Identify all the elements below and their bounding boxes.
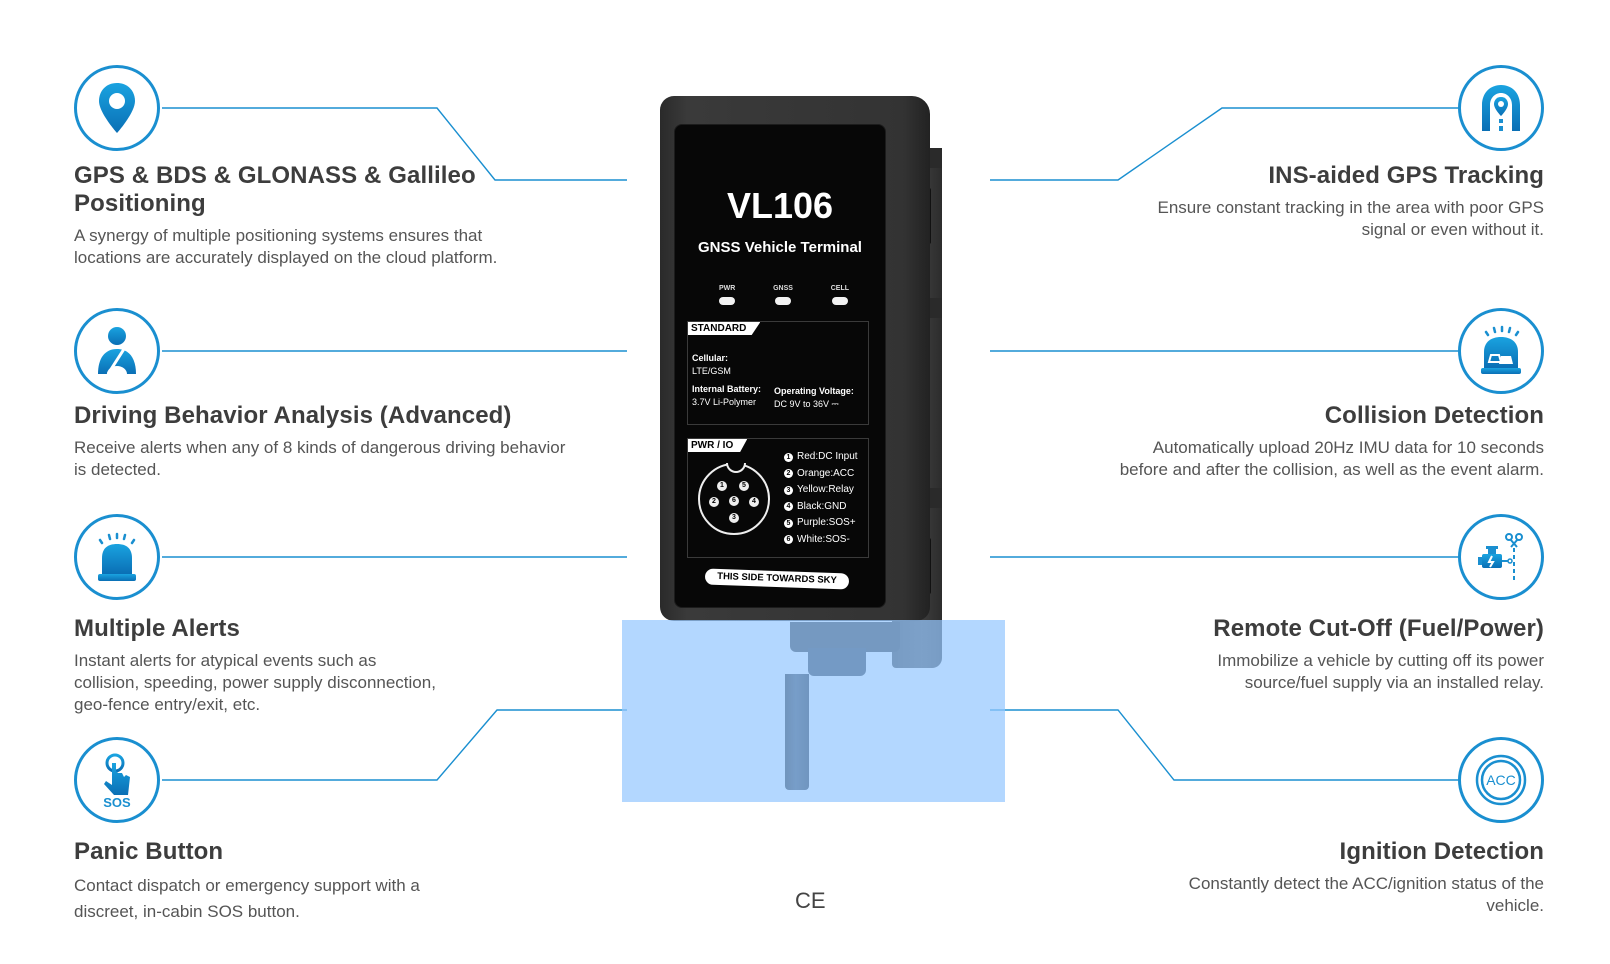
feature-title: INS-aided GPS Tracking xyxy=(1268,162,1544,189)
feature-description: A synergy of multiple positioning system… xyxy=(74,226,498,267)
selection-highlight-overlay xyxy=(622,620,1005,802)
vl106-device-image: VL106 GNSS Vehicle Terminal PWR GNSS CEL… xyxy=(660,96,950,668)
feature-description: Immobilize a vehicle by cutting off its … xyxy=(1217,651,1544,692)
spec-cellular: Cellular:LTE/GSM xyxy=(692,353,731,376)
feature-title: Multiple Alerts xyxy=(74,615,240,642)
feature-title: GPS & BDS & GLONASS & Gallileo Positioni… xyxy=(74,162,476,217)
spec-voltage: Operating Voltage:DC 9V to 36V ⎓ xyxy=(774,386,854,409)
feature-driving-behavior: Driving Behavior Analysis (Advanced) Rec… xyxy=(74,402,574,481)
led-gnss: GNSS xyxy=(773,285,793,305)
io-tag: PWR / IO xyxy=(688,439,748,452)
collision-beacon-icon xyxy=(1458,308,1544,394)
feature-description: Instant alerts for atypical events such … xyxy=(74,651,436,714)
feature-gps-positioning: GPS & BDS & GLONASS & Gallileo Positioni… xyxy=(74,162,497,269)
feature-description: Constantly detect the ACC/ignition statu… xyxy=(1188,874,1544,915)
ce-certification-mark: CE xyxy=(795,888,826,913)
tunnel-location-icon xyxy=(1458,65,1544,151)
status-leds: PWR GNSS CELL xyxy=(719,285,849,305)
svg-text:ACC: ACC xyxy=(1486,772,1516,788)
device-subtitle: GNSS Vehicle Terminal xyxy=(698,239,862,256)
led-cell: CELL xyxy=(831,285,849,305)
feature-title: Remote Cut-Off (Fuel/Power) xyxy=(1213,615,1544,642)
feature-title: Collision Detection xyxy=(1324,402,1544,429)
svg-text:SOS: SOS xyxy=(103,795,131,809)
feature-ignition-detection: Ignition Detection Constantly detect the… xyxy=(1144,838,1544,917)
feature-multiple-alerts: Multiple Alerts Instant alerts for atypi… xyxy=(74,615,474,716)
standard-tag: STANDARD xyxy=(688,322,761,335)
connector-ignition xyxy=(990,709,1458,781)
sos-button-icon: SOS xyxy=(74,737,160,823)
feature-description: Automatically upload 20Hz IMU data for 1… xyxy=(1119,438,1544,479)
feature-remote-cutoff: Remote Cut-Off (Fuel/Power) Immobilize a… xyxy=(1144,615,1544,694)
orientation-label: THIS SIDE TOWARDS SKY xyxy=(704,568,850,590)
feature-title: Ignition Detection xyxy=(1339,838,1544,865)
connector-diagram: 1 5 2 6 4 3 xyxy=(698,463,770,535)
feature-collision-detection: Collision Detection Automatically upload… xyxy=(1104,402,1544,481)
standard-spec-box: STANDARD Cellular:LTE/GSM Internal Batte… xyxy=(687,321,869,425)
feature-title: Driving Behavior Analysis (Advanced) xyxy=(74,402,512,429)
alarm-beacon-icon xyxy=(74,514,160,600)
driver-seatbelt-icon xyxy=(74,308,160,394)
connector-panic xyxy=(162,709,627,781)
feature-title: Panic Button xyxy=(74,838,224,865)
device-label-panel: VL106 GNSS Vehicle Terminal PWR GNSS CEL… xyxy=(674,124,886,608)
feature-panic-button: Panic Button Contact dispatch or emergen… xyxy=(74,838,494,925)
feature-ins-tracking: INS-aided GPS Tracking Ensure constant t… xyxy=(1124,162,1544,241)
device-model: VL106 xyxy=(726,185,834,226)
location-pin-icon xyxy=(74,65,160,151)
led-pwr: PWR xyxy=(719,285,735,305)
acc-ignition-icon: ACC xyxy=(1458,737,1544,823)
feature-description: Contact dispatch or emergency support wi… xyxy=(74,876,420,921)
spec-battery: Internal Battery:3.7V Li-Polymer xyxy=(692,384,762,407)
feature-description: Receive alerts when any of 8 kinds of da… xyxy=(74,438,566,479)
engine-cutoff-icon xyxy=(1458,514,1544,600)
feature-description: Ensure constant tracking in the area wit… xyxy=(1157,198,1544,239)
